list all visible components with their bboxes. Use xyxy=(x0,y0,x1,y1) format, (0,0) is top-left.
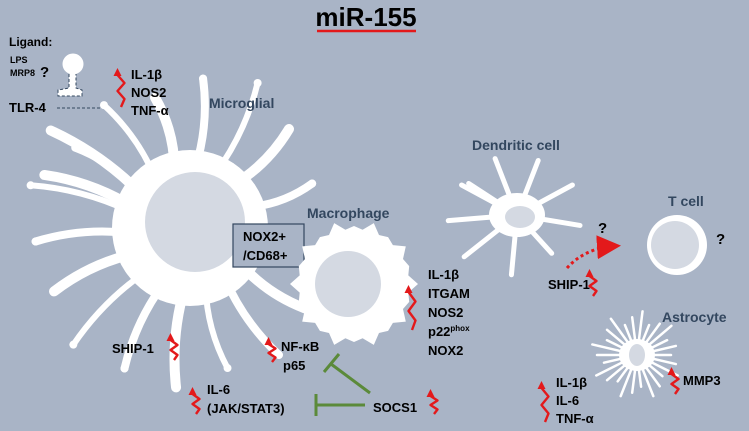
microglia-process-tip xyxy=(151,93,160,102)
microglia-process-tip xyxy=(253,78,262,87)
astrocyte-cell xyxy=(591,310,679,398)
t-cell xyxy=(647,215,707,275)
dc-tcell-question: ? xyxy=(598,220,607,237)
macrophage-marker-1: IL-1β xyxy=(428,267,459,282)
astrocyte-cytokine-2: IL-6 xyxy=(556,393,579,408)
microglia-process-tip xyxy=(31,237,40,246)
microglia-process-tip xyxy=(46,126,55,135)
socs1-label: SOCS1 xyxy=(373,400,417,415)
socs1-nfkb-inhibition xyxy=(330,362,371,395)
microglia-process-tip xyxy=(50,287,59,296)
nox-box-line2: /CD68+ xyxy=(243,248,288,263)
macrophage-marker-4: p22phox xyxy=(428,324,470,339)
macrophage-marker-3: NOS2 xyxy=(428,305,463,320)
upregulation-arrow xyxy=(585,269,598,297)
tcell-nucleus xyxy=(651,221,699,269)
microglia-ship1: SHIP-1 xyxy=(112,341,154,356)
p22-text: p22 xyxy=(428,324,450,339)
microglia-process-tip xyxy=(199,74,208,83)
microglia-process-tip xyxy=(69,340,78,349)
microglia-cytokine-1: IL-1β xyxy=(131,67,162,82)
dendritic-cell xyxy=(445,156,583,278)
nfkb-label: NF-κB xyxy=(281,339,319,354)
dendritic-label: Dendritic cell xyxy=(472,137,560,153)
ligand-heading: Ligand: xyxy=(9,35,52,49)
macrophage-label: Macrophage xyxy=(307,205,390,221)
p22-superscript: phox xyxy=(450,324,470,333)
dc-tcell-arrow xyxy=(565,235,621,270)
nox-box-line1: NOX2+ xyxy=(243,229,286,244)
microglia-process-tip xyxy=(223,364,232,373)
diagram-title: miR-155 xyxy=(315,2,416,32)
microglia-process-tip xyxy=(274,350,283,359)
dendritic-nucleus xyxy=(505,206,535,228)
microglia-process-tip xyxy=(40,170,49,179)
microglia-process-tip xyxy=(99,101,108,110)
nox2-cd68-box: NOX2+ /CD68+ xyxy=(232,223,305,268)
astrocyte-label: Astrocyte xyxy=(662,309,727,325)
tcell-label: T cell xyxy=(668,193,704,209)
astrocyte-mmp3: MMP3 xyxy=(683,373,721,388)
macrophage-marker-5: NOX2 xyxy=(428,343,463,358)
ligand-mrp8: MRP8 xyxy=(10,68,35,78)
macrophage-nucleus xyxy=(315,251,381,317)
tlr4-label: TLR-4 xyxy=(9,100,47,115)
microglia-process-tip xyxy=(284,125,293,134)
upregulation-arrow xyxy=(113,68,126,108)
dendritic-ship1: SHIP-1 xyxy=(548,277,590,292)
upregulation-arrow xyxy=(188,387,201,415)
astrocyte-nucleus xyxy=(629,344,645,366)
microglia-cytokine-2: NOS2 xyxy=(131,85,166,100)
upregulation-arrow xyxy=(537,381,550,423)
microglia-process-tip xyxy=(308,179,317,188)
microglia-cytokine-3: TNF-α xyxy=(131,103,169,118)
ligand-question: ? xyxy=(40,64,49,81)
microglia-process-tip xyxy=(172,383,181,392)
upregulation-arrows xyxy=(113,68,680,423)
microglial-nucleus xyxy=(145,172,245,272)
microglia-process-tip xyxy=(120,364,129,373)
macrophage-marker-2: ITGAM xyxy=(428,286,470,301)
upregulation-arrow xyxy=(264,337,277,363)
astrocyte-cytokine-1: IL-1β xyxy=(556,375,587,390)
il6-label: IL-6 xyxy=(207,382,230,397)
ligand-lps: LPS xyxy=(10,55,28,65)
macrophage-cell xyxy=(290,223,418,345)
jak-stat3-label: (JAK/STAT3) xyxy=(207,401,285,416)
upregulation-arrow xyxy=(166,333,179,361)
upregulation-arrow xyxy=(426,389,439,415)
tlr4-receptor xyxy=(57,53,101,109)
socs1-nfkb-bar xyxy=(322,353,341,373)
upregulation-arrow xyxy=(667,367,680,395)
astrocyte-cytokine-3: TNF-α xyxy=(556,411,594,426)
microglial-label: Microglial xyxy=(209,95,274,111)
upregulation-arrow xyxy=(404,285,417,331)
socs1-inhibitions xyxy=(314,353,371,416)
tcell-question: ? xyxy=(716,231,725,248)
nfkb-p65-label: p65 xyxy=(283,358,305,373)
microglia-process-tip xyxy=(26,181,35,190)
